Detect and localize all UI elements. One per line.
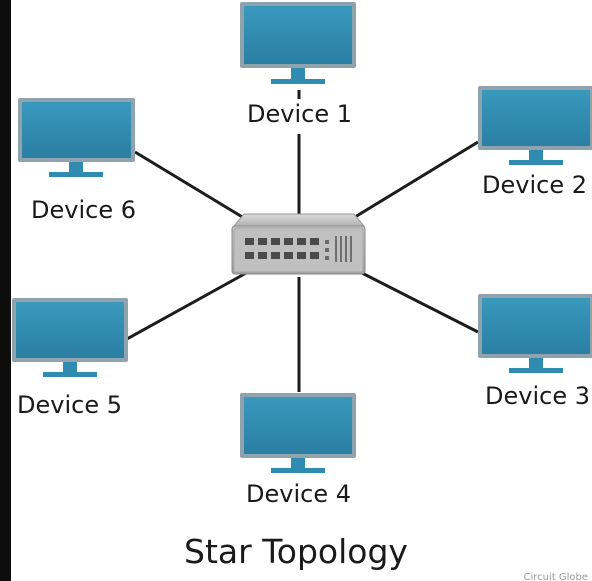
- switch-icon: [231, 213, 366, 275]
- monitor-icon-device-6: [18, 98, 135, 177]
- left-border: [0, 0, 11, 581]
- links: [126, 134, 479, 392]
- monitor-icon-device-4: [240, 393, 356, 473]
- link-device-5: [126, 270, 249, 341]
- device-5-label: Device 5: [17, 391, 122, 419]
- link-device-6: [134, 150, 245, 220]
- monitor-icon-device-5: [12, 298, 128, 377]
- device-2-label: Device 2: [482, 171, 587, 199]
- device-1-label: Device 1: [247, 100, 352, 128]
- monitor-icon-device-3: [478, 294, 592, 373]
- watermark: Circuit Globe: [523, 572, 588, 581]
- link-device-3: [359, 270, 479, 334]
- device-4-label: Device 4: [246, 480, 351, 508]
- monitor-icon-device-2: [478, 86, 592, 165]
- device-3-label: Device 3: [485, 382, 590, 410]
- diagram-title: Star Topology: [184, 532, 408, 571]
- link-device-2: [354, 140, 479, 219]
- monitor-icon-device-1: [240, 2, 356, 84]
- device-6-label: Device 6: [31, 196, 136, 224]
